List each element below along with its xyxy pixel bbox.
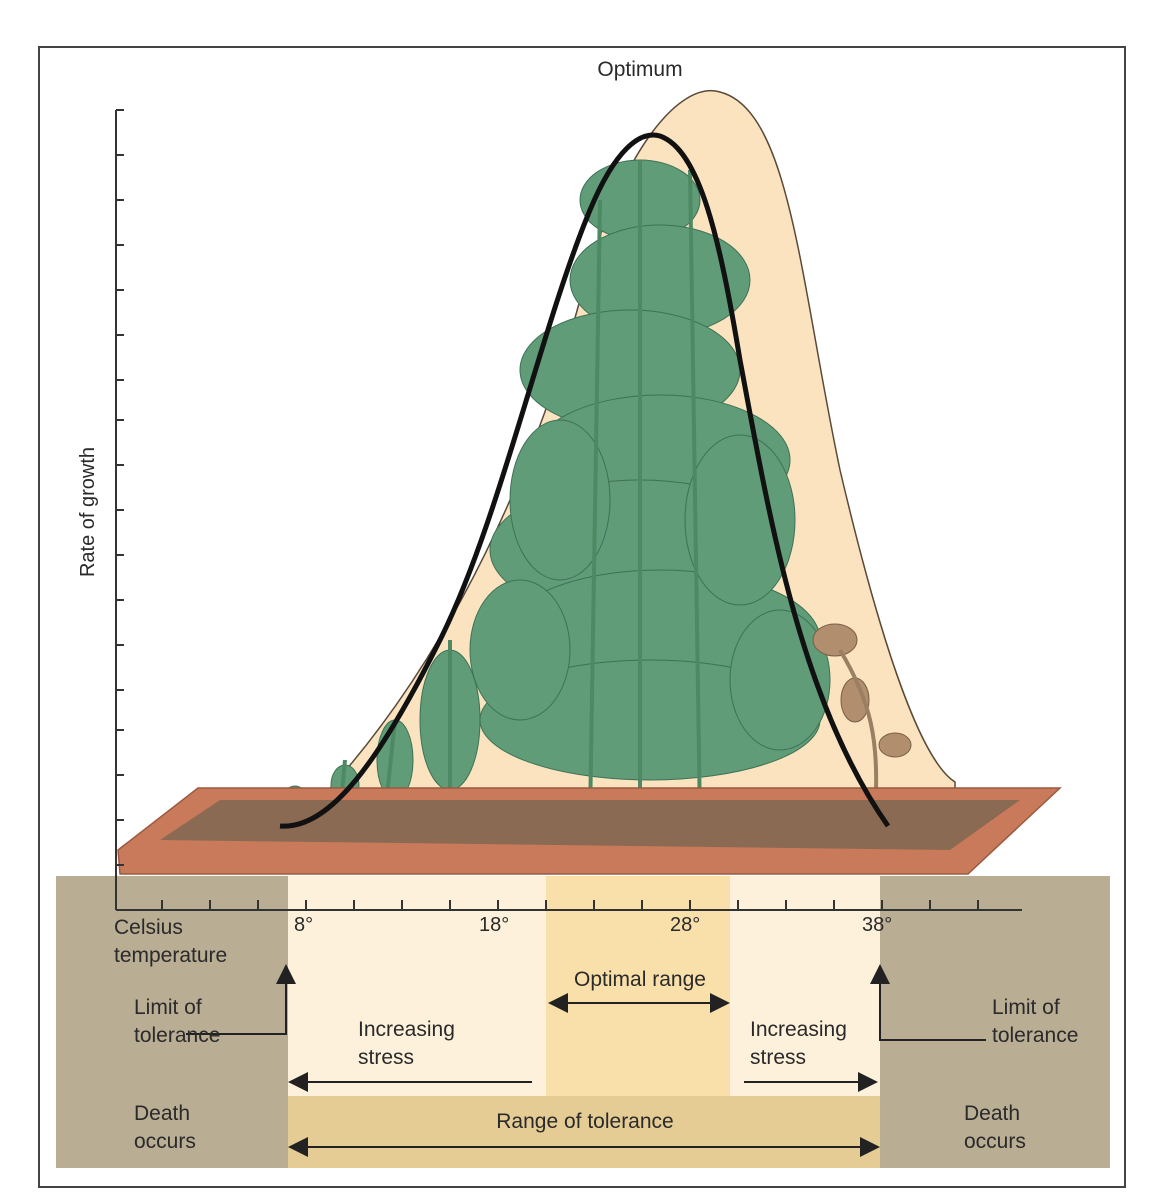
outer-zone-left: [56, 876, 288, 1168]
increasing-stress-left-label: Increasing stress: [358, 1018, 455, 1069]
soil: [160, 800, 1020, 850]
limit-left-pointer: [186, 964, 296, 1035]
outer-zone-right: [880, 876, 1110, 1168]
tick-label-8: 8°: [294, 914, 314, 936]
tick-label-38: 38°: [862, 914, 893, 936]
increasing-stress-right-label: Increasing stress: [750, 1018, 847, 1069]
bean-plants: [282, 159, 929, 829]
limit-right-pointer: [870, 964, 986, 1041]
limit-of-tolerance-left-label: Limit of tolerance: [134, 996, 221, 1047]
diagram-frame: [38, 46, 1126, 1188]
tick-label-28: 28°: [670, 914, 701, 936]
optimum-title: Optimum: [597, 58, 683, 81]
x-axis-label: Celsius temperature: [114, 916, 228, 967]
limit-of-tolerance-right-label: Limit of tolerance: [992, 996, 1079, 1047]
inner-growth-curve: [279, 132, 891, 829]
y-axis-ticks: [116, 109, 124, 866]
x-axis-ticks: [161, 900, 979, 910]
optimal-range-label: Optimal range: [574, 968, 706, 991]
range-of-tolerance-label: Range of tolerance: [496, 1110, 674, 1133]
death-occurs-left-label: Death occurs: [134, 1102, 196, 1153]
optimal-zone: [546, 876, 730, 1096]
tick-label-18: 18°: [479, 914, 510, 936]
death-occurs-right-label: Death occurs: [964, 1102, 1026, 1153]
y-axis-label: Rate of growth: [77, 446, 99, 578]
